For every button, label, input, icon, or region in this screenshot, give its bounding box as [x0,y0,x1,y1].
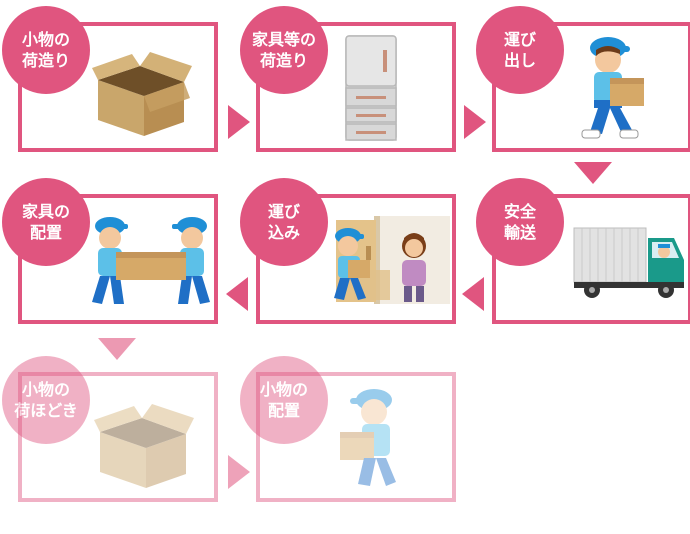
step-label-badge: 家具の 配置 [2,178,90,266]
step-label-badge: 小物の 荷造り [2,6,90,94]
two-movers-carrying-box-icon [92,217,210,304]
flow-arrow-left [462,277,484,311]
step-2: 家具等の 荷造り [240,6,456,152]
step-3: 運び 出し [476,6,690,152]
step-label-badge: 小物の 荷ほどき [2,356,90,444]
flow-arrow-down [98,338,136,360]
step-8: 小物の 配置 [240,356,456,502]
flow-arrow-left [226,277,248,311]
open-box-icon [94,404,194,488]
flow-arrow-right [228,105,250,139]
step-4: 安全 輸送 [476,178,690,324]
step-7: 小物の 荷ほどき [2,356,218,502]
step-label-badge: 安全 輸送 [476,178,564,266]
step-frame [18,372,218,502]
mover-carrying-box-icon [581,37,644,139]
step-frame [256,372,456,502]
mover-placing-box-icon [340,389,396,486]
step-label-badge: 運び 込み [240,178,328,266]
step-label-badge: 家具等の 荷造り [240,6,328,94]
step-1: 小物の 荷造り [2,6,218,152]
cardboard-box-icon [92,52,192,136]
step-5: 運び 込み [240,178,456,324]
refrigerator-icon [345,35,397,141]
flow-arrow-down [574,162,612,184]
flow-arrow-right [228,455,250,489]
step-label-badge: 運び 出し [476,6,564,94]
mover-delivering-to-customer-icon [334,216,450,304]
step-label-badge: 小物の 配置 [240,356,328,444]
moving-truck-icon [573,227,684,298]
step-6: 家具の 配置 [2,178,218,324]
flow-arrow-right [464,105,486,139]
